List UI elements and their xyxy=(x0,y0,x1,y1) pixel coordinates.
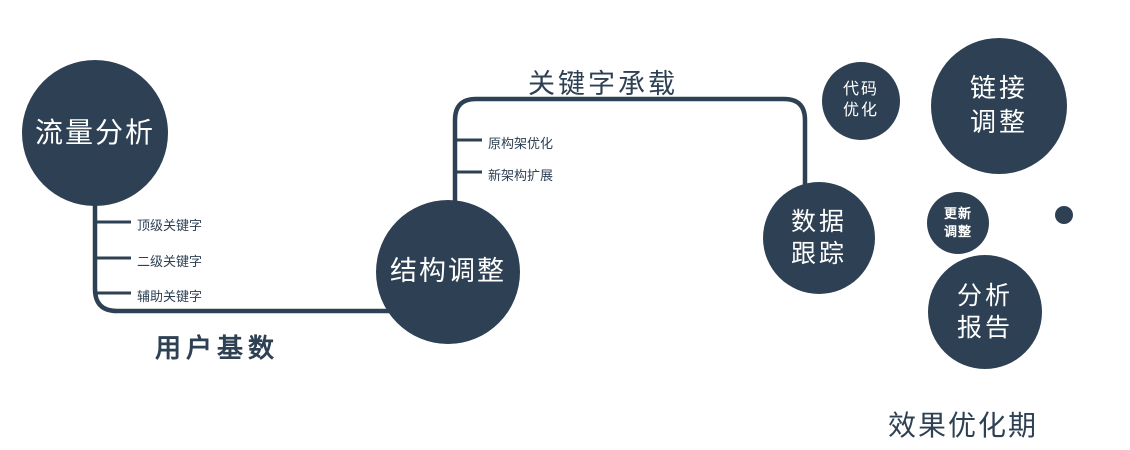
node-data-tracking-label-line1: 数据 xyxy=(790,207,847,236)
node-data-tracking: 数据 跟踪 xyxy=(763,182,875,294)
node-analysis-report-label-line2: 报告 xyxy=(956,314,1013,342)
branch-label-new-architecture-expansion: 新架构扩展 xyxy=(488,168,554,183)
node-update-adjustment: 更新 调整 xyxy=(927,192,989,254)
node-traffic-analysis: 流量分析 xyxy=(22,60,168,206)
node-link-adjustment: 链接 调整 xyxy=(931,38,1067,174)
branch-label-top-keywords: 顶级关键字 xyxy=(137,218,203,233)
node-code-optimization: 代码 优化 xyxy=(822,62,900,140)
node-code-optimization-label-line2: 优化 xyxy=(842,102,879,119)
node-structure-adjustment-label: 结构调整 xyxy=(390,256,506,287)
branch-label-secondary-keywords: 二级关键字 xyxy=(137,254,203,269)
connector-structure-to-data-tracking xyxy=(452,96,808,206)
node-data-tracking-label-line2: 跟踪 xyxy=(790,240,847,268)
branch-label-auxiliary-keywords: 辅助关键字 xyxy=(137,289,203,304)
connector-traffic-to-structure xyxy=(92,198,392,314)
node-structure-adjustment: 结构调整 xyxy=(376,200,520,344)
edge-label-user-base: 用户基数 xyxy=(155,333,280,363)
node-analysis-report-label-line1: 分析 xyxy=(956,281,1013,310)
node-link-adjustment-label-line1: 链接 xyxy=(969,73,1028,104)
edge-label-keyword-carrying: 关键字承载 xyxy=(528,69,678,99)
node-update-adjustment-label-line2: 调整 xyxy=(943,224,972,239)
node-traffic-analysis-label: 流量分析 xyxy=(34,116,155,148)
node-code-optimization-label-line1: 代码 xyxy=(842,81,879,99)
branch-label-original-architecture-optimization: 原构架优化 xyxy=(488,136,554,151)
node-link-adjustment-label-line2: 调整 xyxy=(969,107,1028,137)
footer-phase-label: 效果优化期 xyxy=(888,410,1039,441)
node-analysis-report: 分析 报告 xyxy=(928,255,1042,369)
node-update-adjustment-label-line1: 更新 xyxy=(943,206,972,222)
dot-marker xyxy=(1055,206,1073,224)
